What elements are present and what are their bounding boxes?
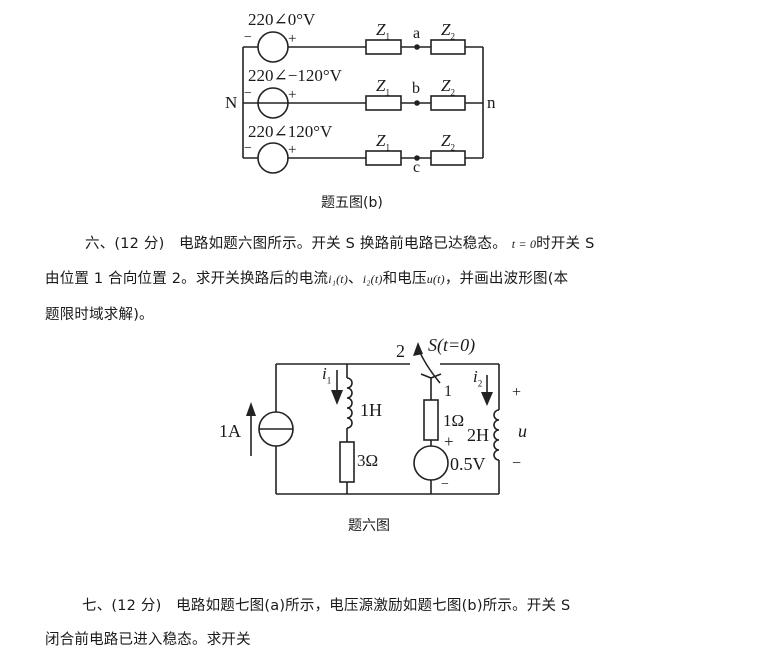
z1-b-label: Z1 (376, 76, 390, 98)
label-vs-plus: + (444, 432, 454, 451)
voltage-source-a (257, 31, 289, 63)
arrowhead-1A (246, 402, 256, 416)
node-a-dot (414, 44, 420, 50)
node-n-label: n (487, 93, 496, 112)
label-switch-pos-2: 2 (396, 341, 405, 361)
arrowhead-i2 (481, 392, 493, 406)
phase-b-row (243, 87, 483, 119)
resistor-3ohm (339, 441, 355, 483)
label-1A: 1A (219, 421, 241, 441)
label-1H: 1H (360, 400, 382, 420)
figure-6-caption: 题六图 (348, 518, 390, 534)
problem-6-intro: 六、(12 分) 电路如题六图所示。开关 S 换路前电路已达稳态。 (85, 236, 507, 252)
voltage-source-c (257, 142, 289, 174)
resistor-1ohm (423, 399, 439, 441)
source-c-minus: − (244, 141, 252, 156)
node-b-dot (414, 100, 420, 106)
z2-a-label: Z2 (441, 20, 455, 42)
source-a-minus: − (244, 30, 252, 45)
source-b-label: 220∠−120°V (248, 66, 342, 85)
label-vs-minus: − (441, 477, 449, 492)
source-b-plus: + (288, 87, 297, 103)
separator: 、 (348, 271, 363, 287)
source-a-plus: + (288, 31, 297, 47)
problem-6-line-2-end: ，并画出波形图(本 (444, 271, 569, 287)
phase-a-row (243, 31, 483, 63)
phase-c-row (243, 142, 483, 174)
label-0.5V: 0.5V (450, 454, 486, 474)
problem-6-line-2-start: 由位置 1 合向位置 2。求开关换路后的电流 (45, 271, 329, 287)
problem-6-line-2: 由位置 1 合向位置 2。求开关换路后的电流i₁(t)、i₂(t)和电压u(t)… (45, 267, 568, 288)
label-3ohm: 3Ω (357, 451, 379, 470)
node-c-dot (414, 155, 420, 161)
arrowhead-switch (413, 342, 423, 356)
voltage-source-b (257, 87, 289, 119)
arrowhead-i1 (331, 390, 343, 405)
problem-6-line-3: 题限时域求解)。 (45, 307, 154, 323)
label-u-plus: + (512, 384, 522, 401)
source-a-label: 220∠0°V (248, 10, 316, 29)
label-u: u (518, 421, 527, 441)
math-i2-t: i₂(t) (362, 272, 383, 286)
node-b-label: b (412, 80, 420, 97)
math-i1-t: i₁(t) (328, 272, 349, 286)
z2-b-label: Z2 (441, 76, 455, 98)
inductor-1H (346, 377, 353, 429)
node-c-label: c (413, 159, 421, 176)
problem-6-line-1: 六、(12 分) 电路如题六图所示。开关 S 换路前电路已达稳态。 t = 0时… (85, 232, 594, 253)
z1-a-label: Z1 (376, 20, 390, 42)
label-switch-S: S(t=0) (428, 335, 476, 355)
node-N-label: N (225, 93, 238, 112)
problem-7-line-1: 七、(12 分) 电路如题七图(a)所示，电压源激励如题七图(b)所示。开关 S (82, 598, 571, 614)
label-2H: 2H (467, 425, 489, 445)
z1-c-label: Z1 (376, 131, 390, 153)
label-switch-pos-1: 1 (444, 383, 452, 400)
math-t-equals-0: t = 0 (511, 237, 537, 251)
label-u-minus: − (512, 455, 522, 472)
source-b-minus: − (244, 86, 252, 101)
math-u-t: u(t) (426, 272, 445, 286)
source-c-plus: + (288, 142, 297, 158)
figure-5b-caption: 题五图(b) (321, 195, 383, 211)
inductor-2H (493, 409, 500, 461)
label-i2: i2 (473, 367, 483, 389)
label-1ohm: 1Ω (443, 411, 465, 430)
voltage-source-0.5V (413, 445, 449, 481)
source-c-label: 220∠120°V (248, 122, 333, 141)
problem-6-voltage-text: 和电压 (382, 271, 427, 287)
switch-contact (420, 373, 442, 379)
label-i1: i1 (322, 364, 332, 386)
z2-c-label: Z2 (441, 131, 455, 153)
problem-7-line-2: 闭合前电路已进入稳态。求开关 (45, 632, 251, 648)
problem-6-line-1-end: 时开关 S (536, 236, 595, 252)
node-a-label: a (413, 25, 421, 42)
